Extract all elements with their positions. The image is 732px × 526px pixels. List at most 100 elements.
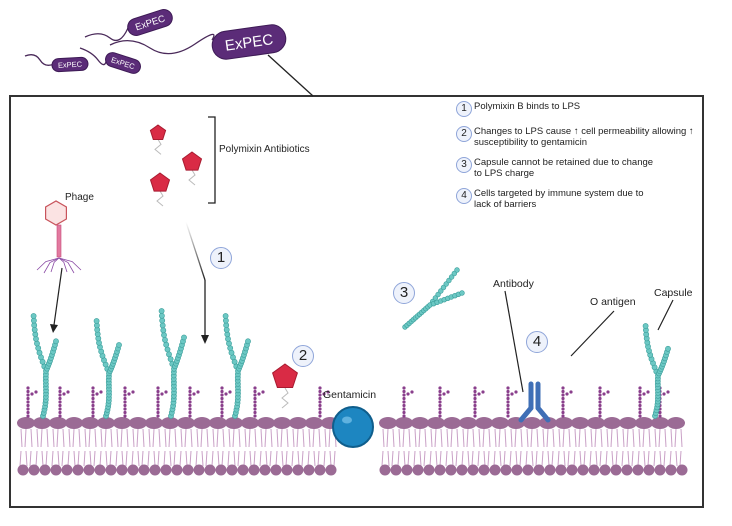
lipid-tail (514, 428, 517, 448)
lipid-head-inner (138, 464, 150, 476)
gentamicin-icon (332, 406, 374, 448)
lipid-tail (503, 450, 506, 467)
lipid-tail (281, 450, 284, 467)
lipid-tail (72, 428, 75, 448)
lipid-head-inner (325, 464, 337, 476)
lipid-head-outer (97, 417, 115, 429)
lipid-tail (173, 450, 176, 467)
lipid-tail (46, 428, 49, 448)
lipid-tail (121, 450, 124, 467)
lipid-tail (674, 428, 677, 448)
polymixin-antibiotics-label: Polymixin Antibiotics (219, 144, 310, 155)
lipid-tail (20, 428, 23, 448)
lipid-tail (132, 428, 135, 448)
lipid-tail (312, 428, 315, 448)
o-antigen-pointer (570, 310, 615, 357)
lipid-tail (525, 450, 528, 467)
lipid-head-inner (654, 464, 666, 476)
inset-frame (9, 95, 704, 508)
step-4-marker: 4 (526, 331, 548, 353)
lipid-head-outer (49, 417, 67, 429)
lipid-tail (29, 450, 32, 467)
lipid-head-inner (127, 464, 139, 476)
step-2-marker: 2 (292, 345, 314, 367)
lipid-head-inner (237, 464, 249, 476)
lipid-tail (228, 428, 231, 448)
lipid-head-outer (587, 417, 605, 429)
lipid-tail (126, 428, 129, 448)
lipid-head-outer (491, 417, 509, 429)
lipid-head-outer (523, 417, 541, 429)
lipid-head-inner (478, 464, 490, 476)
lipid-tail (610, 428, 613, 448)
lipid-tail (520, 428, 523, 448)
lipid-tail (333, 450, 336, 467)
lipid-tail (509, 450, 512, 467)
lipid-tail (201, 450, 204, 467)
lipid-head-inner (171, 464, 183, 476)
o-antigen-group (26, 386, 670, 418)
lipid-tail (653, 450, 656, 467)
lipid-tail (658, 428, 661, 448)
polymixin-tail (188, 169, 196, 186)
o-antigen (473, 386, 485, 418)
lipid-tail (515, 450, 518, 467)
lipid-tail (477, 450, 480, 467)
lipid-head-inner (248, 464, 260, 476)
lipid-tail (238, 428, 241, 448)
phage-label: Phage (65, 192, 94, 203)
lipid-tail (302, 428, 305, 448)
lipid-tail (190, 428, 193, 448)
polymixin-bracket (208, 116, 216, 204)
flagellum (79, 47, 107, 66)
gentamicin-label: Gentamicin (323, 389, 377, 401)
o-antigen (598, 386, 610, 418)
lipid-tail (578, 428, 581, 448)
lipid-tail (487, 450, 490, 467)
lipid-head-inner (401, 464, 413, 476)
lipid-tail (439, 450, 442, 467)
lipid-tail (36, 428, 39, 448)
lipid-head-inner (204, 464, 216, 476)
expec-label: ExPEC (224, 31, 274, 55)
lipid-head-inner (544, 464, 556, 476)
lipid-head-inner (281, 464, 293, 476)
lipid-tail (196, 428, 199, 448)
lipid-tail (222, 428, 225, 448)
lipid-tail (573, 450, 576, 467)
lipid-tail (221, 450, 224, 467)
lipid-tail (68, 428, 71, 448)
step-3-marker: 3 (393, 282, 415, 304)
lipid-tail (642, 428, 645, 448)
lipid-tail (419, 450, 422, 467)
lipid-head-outer (257, 417, 275, 429)
expec-bacterium: ExPEC (105, 52, 141, 74)
lipid-tail (269, 450, 272, 467)
lipid-tail (52, 428, 55, 448)
o-antigen (188, 386, 200, 418)
legend: 1 Polymixin B binds to LPS 2 Changes to … (456, 101, 716, 219)
lipid-tail (386, 428, 389, 448)
lipid-head-inner (522, 464, 534, 476)
phage-arrow (50, 267, 63, 333)
lipid-tail (471, 450, 474, 467)
lipid-tail (583, 450, 586, 467)
lipid-tail (606, 428, 609, 448)
lipid-tail (153, 450, 156, 467)
lipid-head-inner (314, 464, 326, 476)
lipid-tail (308, 428, 311, 448)
lipid-tail (328, 428, 331, 448)
lipid-tail (669, 450, 672, 467)
lipid-head-outer (193, 417, 211, 429)
o-antigen (91, 386, 103, 418)
lipid-tail (631, 450, 634, 467)
lipid-tail (499, 450, 502, 467)
capsule-chain (402, 267, 465, 330)
lipid-tail (24, 428, 27, 448)
expec-bacterium: ExPEC (127, 9, 173, 36)
lipid-tail (158, 428, 161, 448)
polymixin-molecule (149, 172, 171, 192)
capsule-chain (158, 308, 187, 419)
lipid-tail (137, 450, 140, 467)
